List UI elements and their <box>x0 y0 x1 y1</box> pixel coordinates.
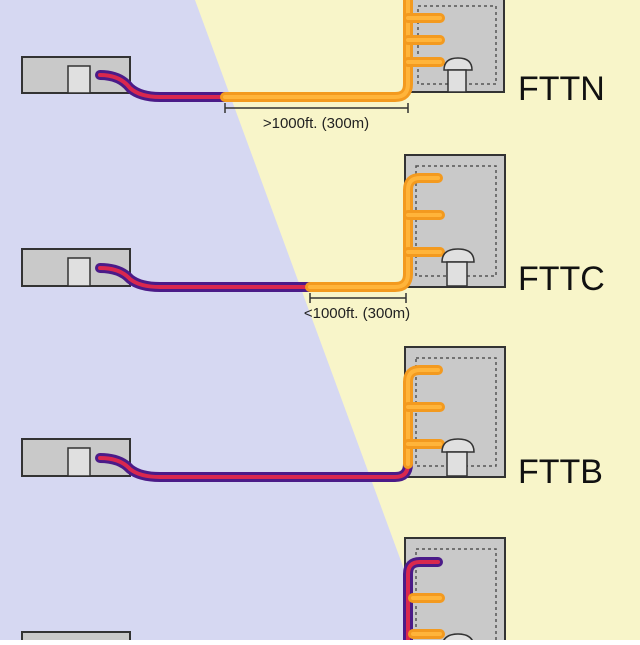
fiber-branches-core <box>406 405 442 446</box>
distance-label: <1000ft. (300m) <box>304 305 410 322</box>
panel-label: FTTC <box>518 260 605 298</box>
house-door <box>67 65 91 94</box>
fiber-cable-core <box>308 176 440 289</box>
panel-label: FTTB <box>518 453 603 491</box>
copper-cable-core <box>98 266 312 289</box>
house <box>21 631 131 645</box>
network-terminal <box>446 261 468 287</box>
distance-marker <box>224 103 409 113</box>
fiber-branches-core <box>411 596 442 636</box>
network-terminal <box>447 69 467 93</box>
network-terminal <box>446 451 468 477</box>
copper-cable-core <box>98 456 410 479</box>
copper-cable-core <box>98 73 227 99</box>
fiber-branches-core <box>406 16 442 64</box>
fiber-cable-core <box>223 0 410 99</box>
network-terminal-dome <box>443 57 473 71</box>
office-building <box>404 537 506 645</box>
panel-fttc: <1000ft. (300m) FTTC <box>21 154 605 322</box>
house-door <box>67 257 91 287</box>
network-terminal-dome <box>441 248 475 263</box>
fiber-branches-core <box>406 213 442 254</box>
copper-cable-core <box>406 560 440 645</box>
panel-label: FTTN <box>518 70 605 108</box>
panel-fttb: FTTB <box>21 346 603 491</box>
house-door <box>67 447 91 477</box>
distance-marker <box>309 293 407 303</box>
fiber-cable-core <box>406 368 440 466</box>
panel-fttn: >1000ft. (300m) FTTN <box>21 0 605 132</box>
network-terminal-dome <box>441 438 475 453</box>
distance-label: >1000ft. (300m) <box>263 115 369 132</box>
